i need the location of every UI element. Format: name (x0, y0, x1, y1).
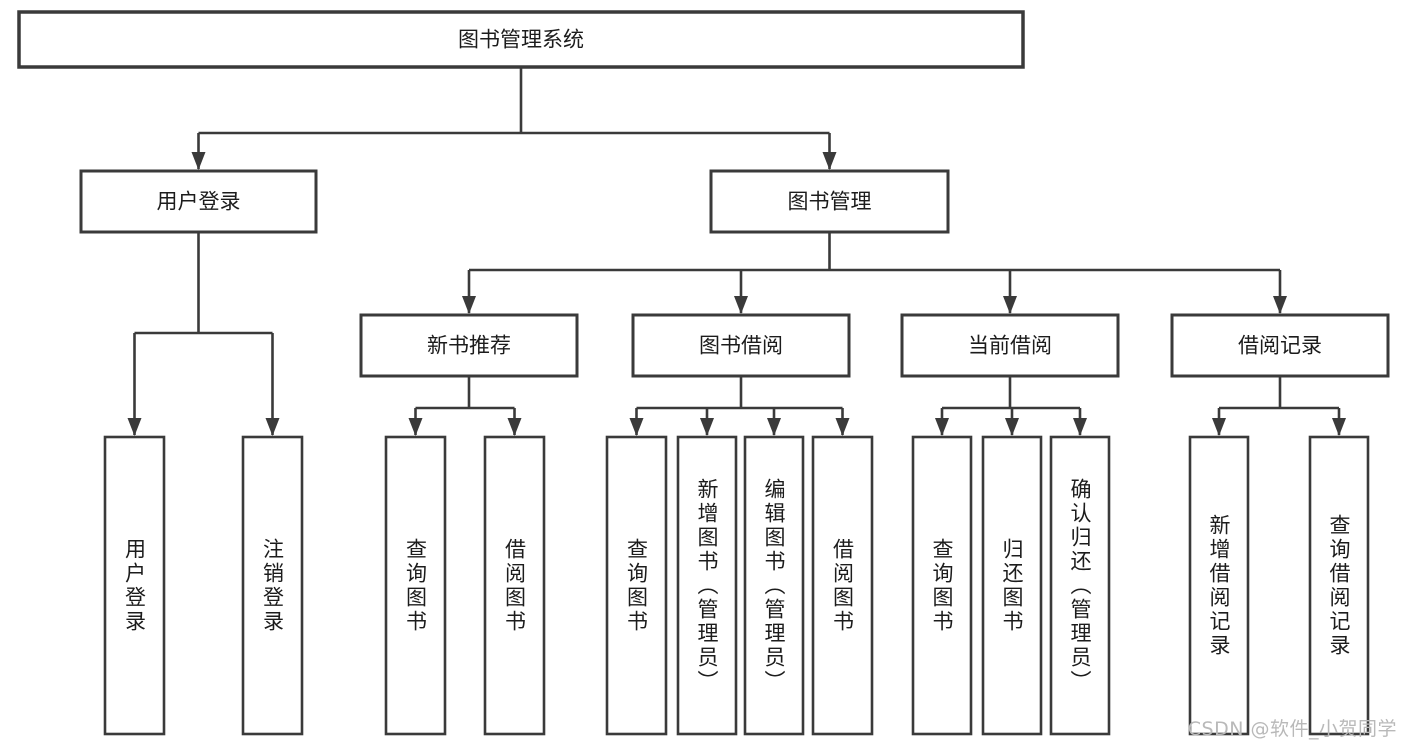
node-box-book-borrow (631, 313, 851, 378)
arrow-leaf-query-book-1 (408, 418, 423, 436)
node-box-current-borrow (900, 313, 1120, 378)
node-box-leaf-query-book-3 (911, 435, 973, 736)
arrow-leaf-add-borrow-record (1212, 418, 1226, 436)
node-box-book-manage (709, 169, 950, 234)
node-label-user-login: 用户登录 (157, 190, 241, 214)
arrow-leaf-edit-book (767, 418, 781, 436)
node-box-leaf-user-logout (241, 435, 304, 736)
node-box-leaf-return-book (981, 435, 1043, 736)
arrow-leaf-query-borrow-record (1332, 418, 1346, 436)
watermark-text: CSDN @软件_小贺同学 (1187, 718, 1397, 740)
arrow-leaf-borrow-book-1 (507, 418, 522, 436)
node-label-book-borrow: 图书借阅 (699, 334, 783, 358)
arrow-leaf-confirm-return (1073, 418, 1087, 436)
arrow-book-borrow (734, 296, 748, 314)
node-box-leaf-borrow-book-1 (483, 435, 546, 736)
arrow-leaf-user-logout (265, 418, 280, 436)
node-label-root: 图书管理系统 (458, 28, 584, 52)
arrow-book-manage (822, 152, 837, 170)
node-box-leaf-add-book (676, 435, 738, 736)
node-box-leaf-borrow-book-2 (811, 435, 874, 736)
node-box-borrow-record (1170, 313, 1390, 378)
node-label-new-book-recommend: 新书推荐 (427, 334, 511, 358)
node-box-new-book-recommend (359, 313, 579, 378)
arrow-borrow-record (1273, 296, 1287, 314)
node-box-leaf-confirm-return (1049, 435, 1111, 736)
arrow-leaf-query-book-2 (629, 418, 644, 436)
box-layer (17, 10, 1390, 736)
node-box-leaf-query-book-2 (605, 435, 668, 736)
arrow-leaf-query-book-3 (935, 418, 949, 436)
arrow-leaf-return-book (1005, 418, 1019, 436)
arrow-leaf-user-login (127, 418, 142, 436)
arrow-current-borrow (1003, 296, 1017, 314)
node-box-leaf-user-login (103, 435, 166, 736)
arrow-new-book-recommend (462, 296, 476, 314)
connector-layer (127, 67, 1346, 436)
node-box-root (17, 10, 1025, 69)
arrow-leaf-add-book (700, 418, 714, 436)
node-box-leaf-add-borrow-record (1188, 435, 1250, 736)
node-box-user-login (79, 169, 318, 234)
node-box-leaf-edit-book (743, 435, 805, 736)
node-label-book-manage: 图书管理 (788, 190, 872, 214)
arrow-leaf-borrow-book-2 (835, 418, 850, 436)
node-label-current-borrow: 当前借阅 (968, 334, 1052, 358)
node-box-leaf-query-book-1 (384, 435, 447, 736)
arrow-user-login (191, 152, 206, 170)
node-label-borrow-record: 借阅记录 (1238, 334, 1322, 358)
node-box-leaf-query-borrow-record (1308, 435, 1370, 736)
